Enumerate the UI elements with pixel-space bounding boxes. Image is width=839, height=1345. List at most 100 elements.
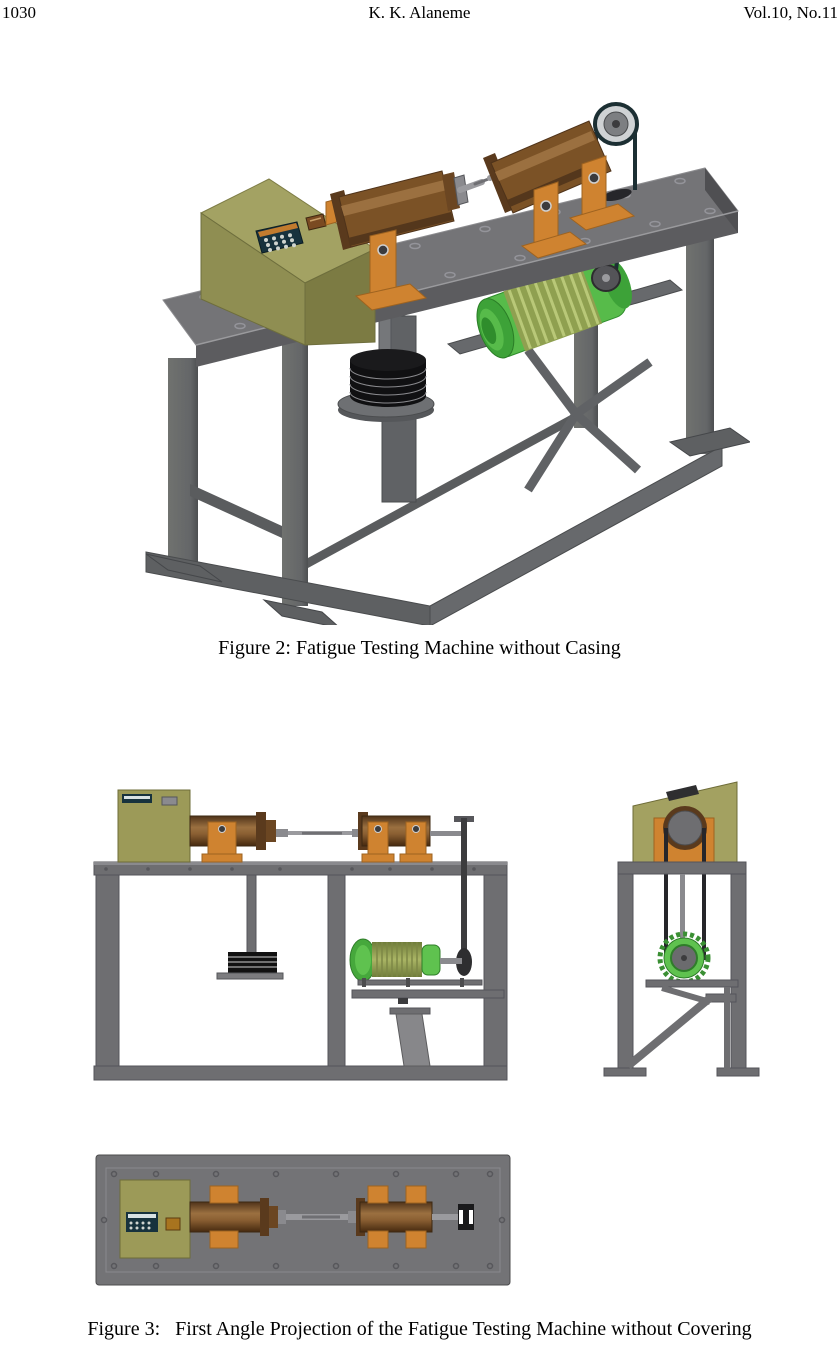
center-rod — [680, 874, 685, 944]
weight-stack — [350, 360, 426, 407]
chuck-step — [266, 820, 276, 842]
bolt-b — [412, 825, 420, 833]
weight-groove — [349, 367, 427, 380]
pad-a-bottom — [367, 1230, 389, 1249]
specimen — [302, 1215, 340, 1219]
pedestal-b-foot — [399, 853, 433, 863]
platform-edge — [645, 979, 739, 988]
coupler-right — [352, 829, 362, 837]
motor-cap-right — [421, 944, 441, 976]
near-left-foot — [262, 599, 338, 625]
left-chuck-highlight — [341, 180, 447, 216]
pedestal-bolt — [218, 825, 226, 833]
front-frame — [93, 861, 508, 1081]
figure3-caption: Figure 3: First Angle Projection of the … — [87, 1318, 752, 1340]
pulley-face — [667, 810, 703, 846]
figure2-caption: Figure 2: Fatigue Testing Machine withou… — [218, 637, 621, 659]
drive-pulley-hub — [612, 120, 620, 128]
weight-groove — [349, 383, 427, 396]
right-leg — [730, 873, 747, 1071]
motor-shaft — [440, 958, 462, 964]
front-left-leg — [95, 874, 120, 1067]
output-shaft — [430, 831, 462, 836]
belt-bar — [461, 818, 467, 952]
rail-tick — [362, 978, 366, 987]
weight-grooves — [228, 956, 277, 968]
short-brace — [661, 985, 711, 1005]
rail-tick — [406, 978, 410, 987]
front-motor-subframe — [351, 978, 505, 1067]
tabletop-bolts — [104, 867, 476, 871]
pad-a-top — [367, 1185, 389, 1204]
motor-pulley-hub — [602, 274, 610, 282]
top-left-chuck — [189, 1185, 286, 1249]
motor-cap-core — [481, 317, 497, 344]
figure3-top-view — [95, 1154, 511, 1286]
belt-rear-run — [702, 828, 706, 960]
motor-axle — [681, 955, 687, 961]
front-shaft — [276, 829, 362, 837]
motor-assembly — [446, 251, 684, 493]
volume-issue: Vol.10, No.11 — [743, 3, 838, 22]
mount-pad-bottom — [209, 1230, 239, 1249]
left-pedestal-foot — [354, 283, 428, 311]
front-mid-post — [327, 874, 346, 1067]
right-chuck-highlight — [495, 131, 595, 181]
switch-chip — [161, 796, 178, 806]
chuck-flange — [260, 1198, 269, 1236]
inner-post — [724, 987, 730, 1070]
weight-groove — [349, 391, 427, 404]
motor-cap-ring — [355, 945, 371, 975]
chuck-step — [269, 1206, 278, 1228]
electric-motor — [476, 257, 632, 359]
front-right-foot — [668, 427, 750, 457]
side-motor — [657, 931, 711, 985]
right-pedestal-bolt — [540, 200, 552, 212]
bolt-a — [374, 825, 382, 833]
weight-top — [350, 349, 426, 371]
side-frame — [603, 861, 760, 1077]
top-pulley — [458, 1204, 474, 1230]
tabletop-edge — [617, 861, 747, 875]
rear-bottom-rail — [308, 412, 576, 568]
front-right-leg — [483, 874, 508, 1067]
switch-chip — [165, 1217, 181, 1231]
tabletop-highlight — [94, 862, 507, 865]
pedestal-a-foot — [361, 853, 395, 863]
keypad-buttons — [264, 233, 296, 252]
right-pedestal-front-foot — [520, 231, 588, 259]
side-belt — [664, 828, 706, 960]
display-text-line — [124, 796, 150, 799]
coupler-left — [276, 829, 288, 837]
weight-groove — [349, 375, 427, 388]
front-weight-assembly — [216, 874, 284, 980]
keypad-display — [128, 1214, 156, 1218]
rail-tick — [460, 978, 464, 987]
panel-cap — [666, 785, 699, 801]
chuck-body — [189, 1201, 263, 1233]
right-bearing-housing — [483, 120, 636, 259]
front-right-leg — [686, 232, 714, 454]
weight-tray — [216, 972, 284, 980]
left-leg — [617, 873, 634, 1071]
pad-b-top — [405, 1185, 427, 1204]
belt-front-run — [664, 828, 668, 960]
switch-detail — [309, 217, 322, 222]
front-left-foot — [145, 553, 223, 583]
mount-pad-top — [209, 1185, 239, 1204]
front-right-chuck — [358, 812, 462, 863]
plate-bolts — [100, 1170, 506, 1270]
figure3-side-view — [603, 781, 760, 1077]
right-pedestal-bolt2 — [588, 172, 600, 184]
front-left-chuck — [189, 812, 276, 863]
chuck-body — [359, 1201, 433, 1233]
motor-fins — [507, 265, 600, 350]
diagonal-braces — [524, 347, 653, 493]
front-left-leg — [168, 358, 198, 562]
front-skid-left — [145, 551, 431, 625]
loading-weight-assembly — [337, 311, 435, 503]
pedestal-foot — [201, 853, 243, 863]
side-panel — [632, 781, 738, 863]
pad-b-bottom — [405, 1230, 427, 1249]
